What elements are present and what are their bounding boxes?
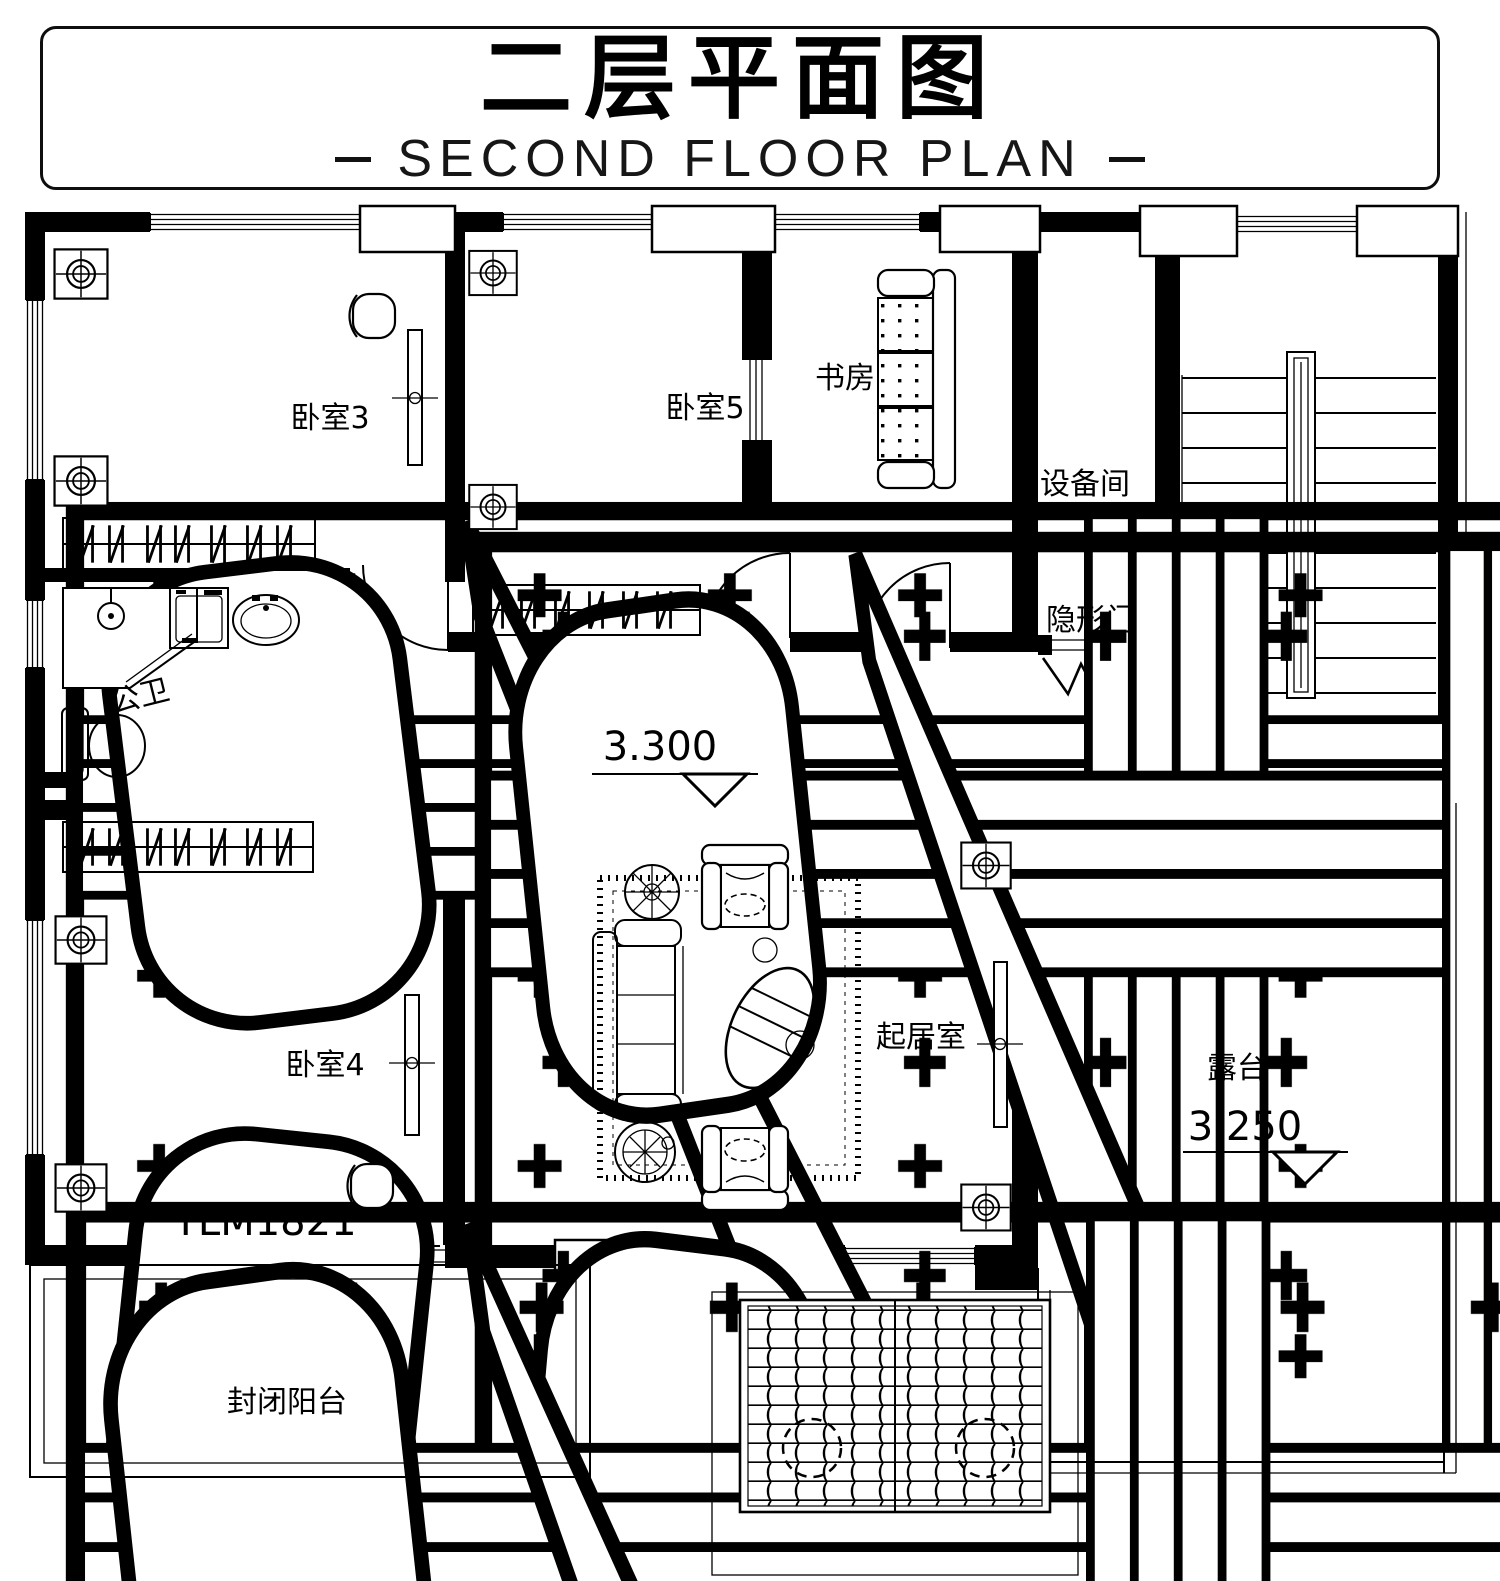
hidden-door-label: 隐形门 xyxy=(1046,603,1136,638)
title-english: SECOND FLOOR PLAN xyxy=(397,130,1083,188)
bedroom4-label: 卧室4 xyxy=(285,1048,364,1083)
desk xyxy=(389,994,435,1136)
nightstand-top xyxy=(468,249,518,297)
wardrobe xyxy=(62,517,316,571)
nightstand-top xyxy=(53,248,109,300)
armchair-bottom xyxy=(700,1124,790,1212)
tv-panel xyxy=(977,961,1023,1128)
desk-chair xyxy=(348,292,397,340)
equipment-room-label: 设备间 xyxy=(1040,467,1130,502)
window-left-bedroom3 xyxy=(26,299,44,481)
window-top-bedroom3 xyxy=(149,213,361,231)
hallway-elevation-marker: 3.300 xyxy=(592,724,758,809)
toilet xyxy=(61,707,146,781)
sofa-three-seat xyxy=(592,919,684,1121)
balcony-door-model: TLM1821 xyxy=(172,1199,356,1245)
study-sofa xyxy=(876,268,957,490)
window-bedroom5-study xyxy=(749,360,763,440)
window-top-study xyxy=(774,213,921,231)
side-table xyxy=(614,1121,676,1183)
decor-circle-1 xyxy=(752,937,778,963)
window-top-bedroom5 xyxy=(502,213,653,231)
roof-dashed-circle-1 xyxy=(781,1417,843,1479)
column-marker-top xyxy=(960,841,1012,890)
floor-elevation-value: 3.300 xyxy=(603,724,718,770)
terrace-label: 露台 xyxy=(1207,1051,1267,1086)
drawing-title-box: 二层平面图 SECOND FLOOR PLAN xyxy=(40,26,1440,190)
desk xyxy=(392,329,438,466)
decor-circle-2 xyxy=(785,1030,815,1060)
terrace: 露台 3.250 xyxy=(1037,803,1457,1474)
study-label: 书房 xyxy=(815,361,875,396)
bedroom5: 卧室5 xyxy=(468,249,1500,1581)
wardrobe xyxy=(472,584,701,636)
nightstand-top xyxy=(54,915,108,965)
bedroom3-label: 卧室3 xyxy=(290,401,369,436)
enclosed-balcony: 封闭阳台 xyxy=(29,1264,591,1478)
potted-plant xyxy=(624,864,680,920)
title-dash-right xyxy=(1108,156,1145,162)
bedroom3: 卧室3 xyxy=(53,248,1500,1581)
nightstand-bottom xyxy=(468,483,518,531)
bathroom: 公卫 xyxy=(61,587,300,781)
sink xyxy=(232,594,300,646)
column-marker-bottom xyxy=(960,1183,1012,1232)
living-room: 起居室 xyxy=(592,841,1023,1232)
living-room-label: 起居室 xyxy=(876,1020,966,1055)
wardrobe xyxy=(62,821,314,873)
armchair-top xyxy=(700,843,790,931)
terrace-elevation-value: 3.250 xyxy=(1188,1104,1303,1150)
coffee-table xyxy=(724,966,816,1090)
window-top-stairwell xyxy=(1236,215,1358,233)
window-left-bathroom xyxy=(26,599,44,669)
nightstand-bottom xyxy=(53,455,109,507)
tiled-roof xyxy=(711,1291,1079,1576)
equipment-room: 设备间 隐形门 xyxy=(1040,467,1136,638)
title-english-row: SECOND FLOOR PLAN xyxy=(335,130,1145,188)
window-left-bedroom4 xyxy=(26,919,44,1156)
bedroom4: 卧室4 TLM1821 xyxy=(54,821,1500,1581)
title-dash-left xyxy=(335,156,372,162)
nightstand-bottom xyxy=(54,1163,108,1213)
study: 书房 xyxy=(815,268,957,490)
title-chinese: 二层平面图 xyxy=(479,25,1000,132)
bedroom5-label: 卧室5 xyxy=(665,391,744,426)
roof-dashed-circle-2 xyxy=(954,1417,1016,1479)
enclosed-balcony-label: 封闭阳台 xyxy=(227,1385,347,1420)
washing-machine xyxy=(169,587,229,649)
